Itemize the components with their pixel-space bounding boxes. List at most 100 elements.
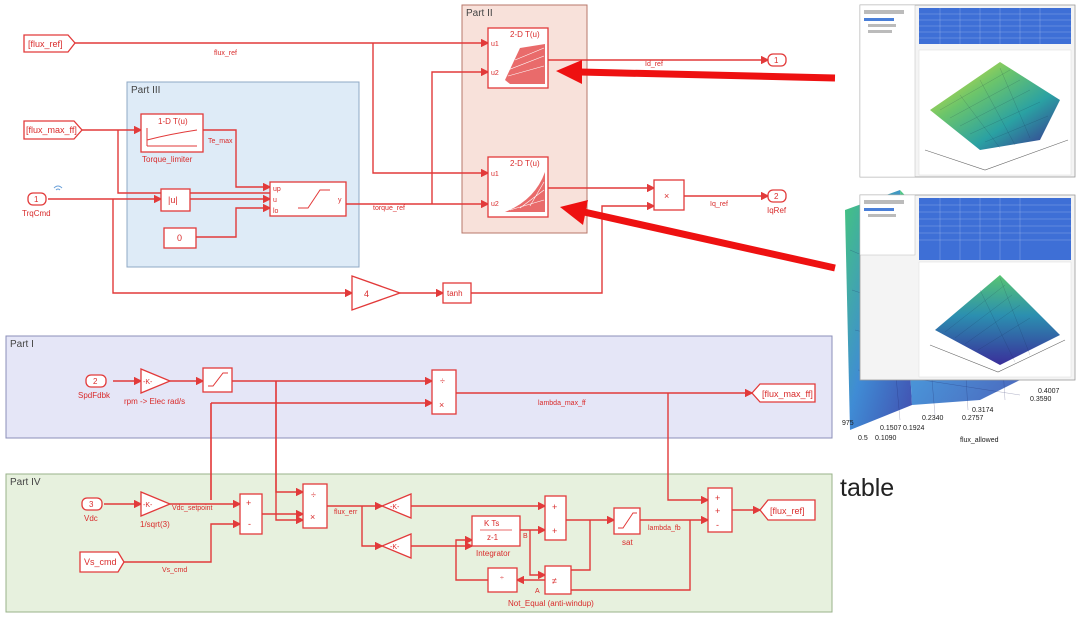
wifi-icon [53,185,63,191]
svg-text:≠: ≠ [552,576,557,586]
torque-limiter-label: Torque_limiter [142,155,193,164]
highlight-arrow-bottom [560,200,836,272]
tick-4: 0.2340 [922,415,944,422]
trqcmd-label: TrqCmd [22,209,51,218]
sat-block[interactable]: sat [613,507,641,547]
svg-text:÷: ÷ [500,575,504,582]
vs-cmd-from-block[interactable]: Vs_cmd [79,551,125,573]
part-iii-label: Part III [131,85,160,96]
signal-te-max: Te_max [208,138,233,145]
reciprocal-block[interactable]: ÷ [487,567,518,593]
constant-zero-block[interactable]: 0 [163,227,197,249]
flux-allowed-axis-label: flux_allowed [960,437,999,444]
svg-text:1: 1 [774,56,779,65]
tick-0: 0.4007 [1038,388,1060,395]
svg-text:u: u [273,197,277,204]
tick-3: 0.2757 [962,415,984,422]
divide-block-part-i[interactable]: ÷ × [431,369,457,415]
wires-part-iv [104,381,762,591]
svg-text:-: - [248,519,251,529]
lut-2d-top[interactable]: 2-D T(u) u1 u2 [487,27,549,89]
svg-text:K Ts: K Ts [484,519,499,528]
tick-6: 0.1507 [880,425,902,432]
svg-text:+: + [552,502,557,512]
svg-text:lo: lo [273,208,279,215]
tick-5: 0.1924 [903,425,925,432]
tanh-block[interactable]: tanh [442,282,472,304]
svg-text:z-1: z-1 [487,533,499,542]
abs-block[interactable]: |u| [160,188,191,212]
signal-lambda-fb: lambda_fb [648,525,681,532]
divide-block-part-iv[interactable]: ÷ × [302,483,328,529]
iqref-label: IqRef [767,206,787,215]
slide-text-table: table [840,474,894,502]
svg-text:up: up [273,186,281,193]
signal-vs-cmd: Vs_cmd [162,567,187,574]
svg-text:2-D T(u): 2-D T(u) [510,159,540,168]
k-gain-block-lower[interactable]: -K- [380,533,412,559]
svg-text:3: 3 [89,500,94,509]
svg-text:×: × [310,512,315,522]
torque-limiter-lut-1d[interactable]: 1-D T(u) Torque_limiter [140,113,204,164]
svg-text:-K-: -K- [143,379,153,386]
spdfdbk-inport[interactable]: 2 SpdFdbk [78,374,111,400]
integrator-label: Integrator [476,549,511,558]
tick-1: 0.3590 [1030,396,1052,403]
signal-id-ref: Id_ref [645,61,663,68]
trqcmd-inport[interactable]: 1 TrqCmd [22,192,51,218]
flux-max-ff-goto-block[interactable]: [flux_max_ff] [751,383,816,403]
signal-flux-ref: flux_ref [214,50,237,57]
svg-text:2: 2 [774,192,779,201]
saturation-block-part-i[interactable] [202,367,233,393]
flux-max-ff-from-block[interactable]: [flux_max_ff] [23,120,83,140]
sum-block-vdc[interactable]: + - [239,493,263,535]
svg-text:tanh: tanh [447,289,463,298]
svg-text:+: + [715,506,720,516]
part-i-region: Part I [5,335,833,439]
svg-text:[flux_max_ff]: [flux_max_ff] [762,389,813,399]
part-i-label: Part I [10,339,34,350]
tick-7: 0.1090 [875,435,897,442]
part-iv-label: Part IV [10,477,41,488]
highlight-arrow-top [556,60,836,84]
sum-block-out[interactable]: + + - [707,487,733,533]
vdc-inport[interactable]: 3 Vdc [81,497,103,523]
sum-block-pi[interactable]: + + [544,495,567,541]
svg-text:y: y [338,197,342,204]
integrator-block[interactable]: K Ts z-1 B Integrator [471,515,528,558]
svg-text:u2: u2 [491,201,499,208]
gain-4-block[interactable]: 4 [351,275,402,311]
signal-lambda-max-ff: lambda_max_ff [538,400,586,407]
saturation-dynamic-block[interactable]: up u lo y [269,181,347,217]
tick-2: 0.3174 [972,407,994,414]
flux-ref-goto-block[interactable]: [flux_ref] [759,499,816,521]
signal-flux-err: flux_err [334,509,358,516]
svg-text:-K-: -K- [143,502,153,509]
spdfdbk-label: SpdFdbk [78,391,111,400]
svg-text:A: A [535,588,540,595]
svg-text:2-D T(u): 2-D T(u) [510,30,540,39]
left-tick-0: 975 [842,420,854,427]
svg-text:×: × [439,400,444,410]
flux-ref-from-block[interactable]: [flux_ref] [23,34,76,53]
lut-2d-bottom[interactable]: 2-D T(u) u1 u2 [487,156,549,218]
not-equal-block[interactable]: ≠ A [535,565,572,595]
k-gain-block-upper[interactable]: -K- [380,493,412,519]
signal-iq-ref: Iq_ref [710,201,728,208]
matlab-window-bottom [859,194,1076,381]
product-block[interactable]: × [653,179,685,211]
outport-2[interactable]: 2 IqRef [767,189,787,215]
part-ii-label: Part II [466,8,493,19]
svg-text:B: B [523,533,528,540]
svg-text:-K-: -K- [390,504,400,511]
svg-text:[flux_ref]: [flux_ref] [770,506,805,516]
svg-text:0: 0 [177,233,182,243]
outport-1[interactable]: 1 [767,53,787,67]
svg-text:+: + [552,526,557,536]
signal-vdc-setpoint: Vdc_setpoint [172,505,213,512]
sqrt3-gain-block[interactable]: -K- 1/sqrt(3) [140,491,172,529]
svg-text:×: × [664,191,669,201]
svg-text:-: - [716,520,719,530]
rpm-gain-block[interactable]: -K- rpm -> Elec rad/s [124,368,185,406]
